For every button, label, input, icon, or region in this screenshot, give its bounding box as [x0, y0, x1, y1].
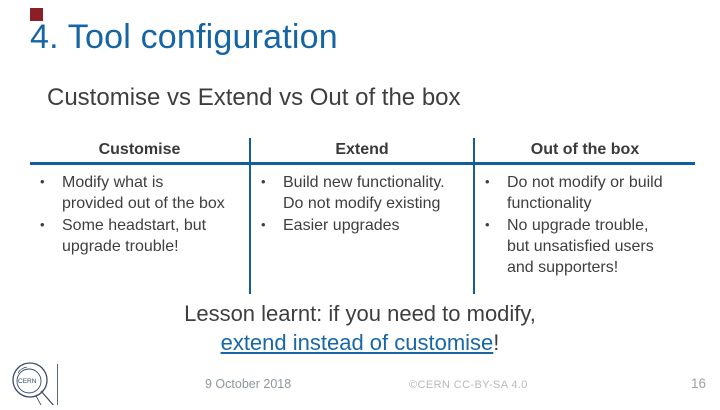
- lesson-learnt-text: Lesson learnt: if you need to modify, ex…: [0, 299, 720, 357]
- bullet-text: Easier upgrades: [283, 217, 400, 235]
- cern-logo: CERN: [8, 360, 58, 410]
- table-bullet: • No upgrade trouble, but unsatisfied us…: [483, 215, 691, 278]
- bullet-text: Some headstart, but upgrade trouble!: [62, 217, 207, 256]
- column-body: • Do not modify or build functionality •…: [475, 165, 695, 294]
- table-bullet: • Build new functionality. Do not modify…: [259, 172, 469, 214]
- bullet-icon: •: [40, 217, 45, 233]
- bullet-text: Modify what is provided out of the box: [62, 174, 225, 213]
- comparison-table: Customise • Modify what is provided out …: [30, 138, 695, 294]
- bullet-text: Build new functionality. Do not modify e…: [283, 174, 445, 213]
- column-header: Customise: [30, 138, 249, 165]
- bullet-icon: •: [485, 174, 490, 189]
- svg-text:CERN: CERN: [18, 378, 37, 385]
- table-bullet: • Do not modify or build functionality: [483, 172, 691, 214]
- lesson-link[interactable]: extend instead of customise: [220, 330, 494, 356]
- column-body: • Build new functionality. Do not modify…: [251, 165, 473, 294]
- table-column-customise: Customise • Modify what is provided out …: [30, 138, 249, 294]
- table-bullet: • Some headstart, but upgrade trouble!: [38, 215, 245, 257]
- footer-divider-line: [57, 364, 58, 405]
- bullet-icon: •: [261, 217, 266, 233]
- accent-square: [30, 8, 43, 21]
- lesson-line-2: extend instead of customise!: [0, 328, 720, 357]
- table-bullet: • Modify what is provided out of the box: [38, 172, 245, 214]
- lesson-line-1: Lesson learnt: if you need to modify,: [184, 301, 536, 326]
- column-header: Out of the box: [475, 138, 695, 165]
- column-header: Extend: [251, 138, 473, 165]
- bullet-icon: •: [40, 174, 45, 189]
- lesson-suffix: !: [493, 330, 500, 356]
- bullet-icon: •: [485, 217, 490, 233]
- slide-title: 4. Tool configuration: [30, 18, 338, 56]
- bullet-icon: •: [261, 174, 266, 189]
- footer-date: 9 October 2018: [205, 377, 292, 391]
- table-column-extend: Extend • Build new functionality. Do not…: [249, 138, 473, 294]
- footer-license: ©CERN CC-BY-SA 4.0: [409, 379, 528, 391]
- page-number: 16: [690, 376, 706, 391]
- column-body: • Modify what is provided out of the box…: [30, 165, 249, 294]
- bullet-text: Do not modify or build functionality: [507, 174, 663, 213]
- bullet-text: No upgrade trouble, but unsatisfied user…: [507, 217, 654, 277]
- table-column-out-of-the-box: Out of the box • Do not modify or build …: [473, 138, 695, 294]
- table-bullet: • Easier upgrades: [259, 215, 469, 236]
- slide-subtitle: Customise vs Extend vs Out of the box: [47, 84, 461, 111]
